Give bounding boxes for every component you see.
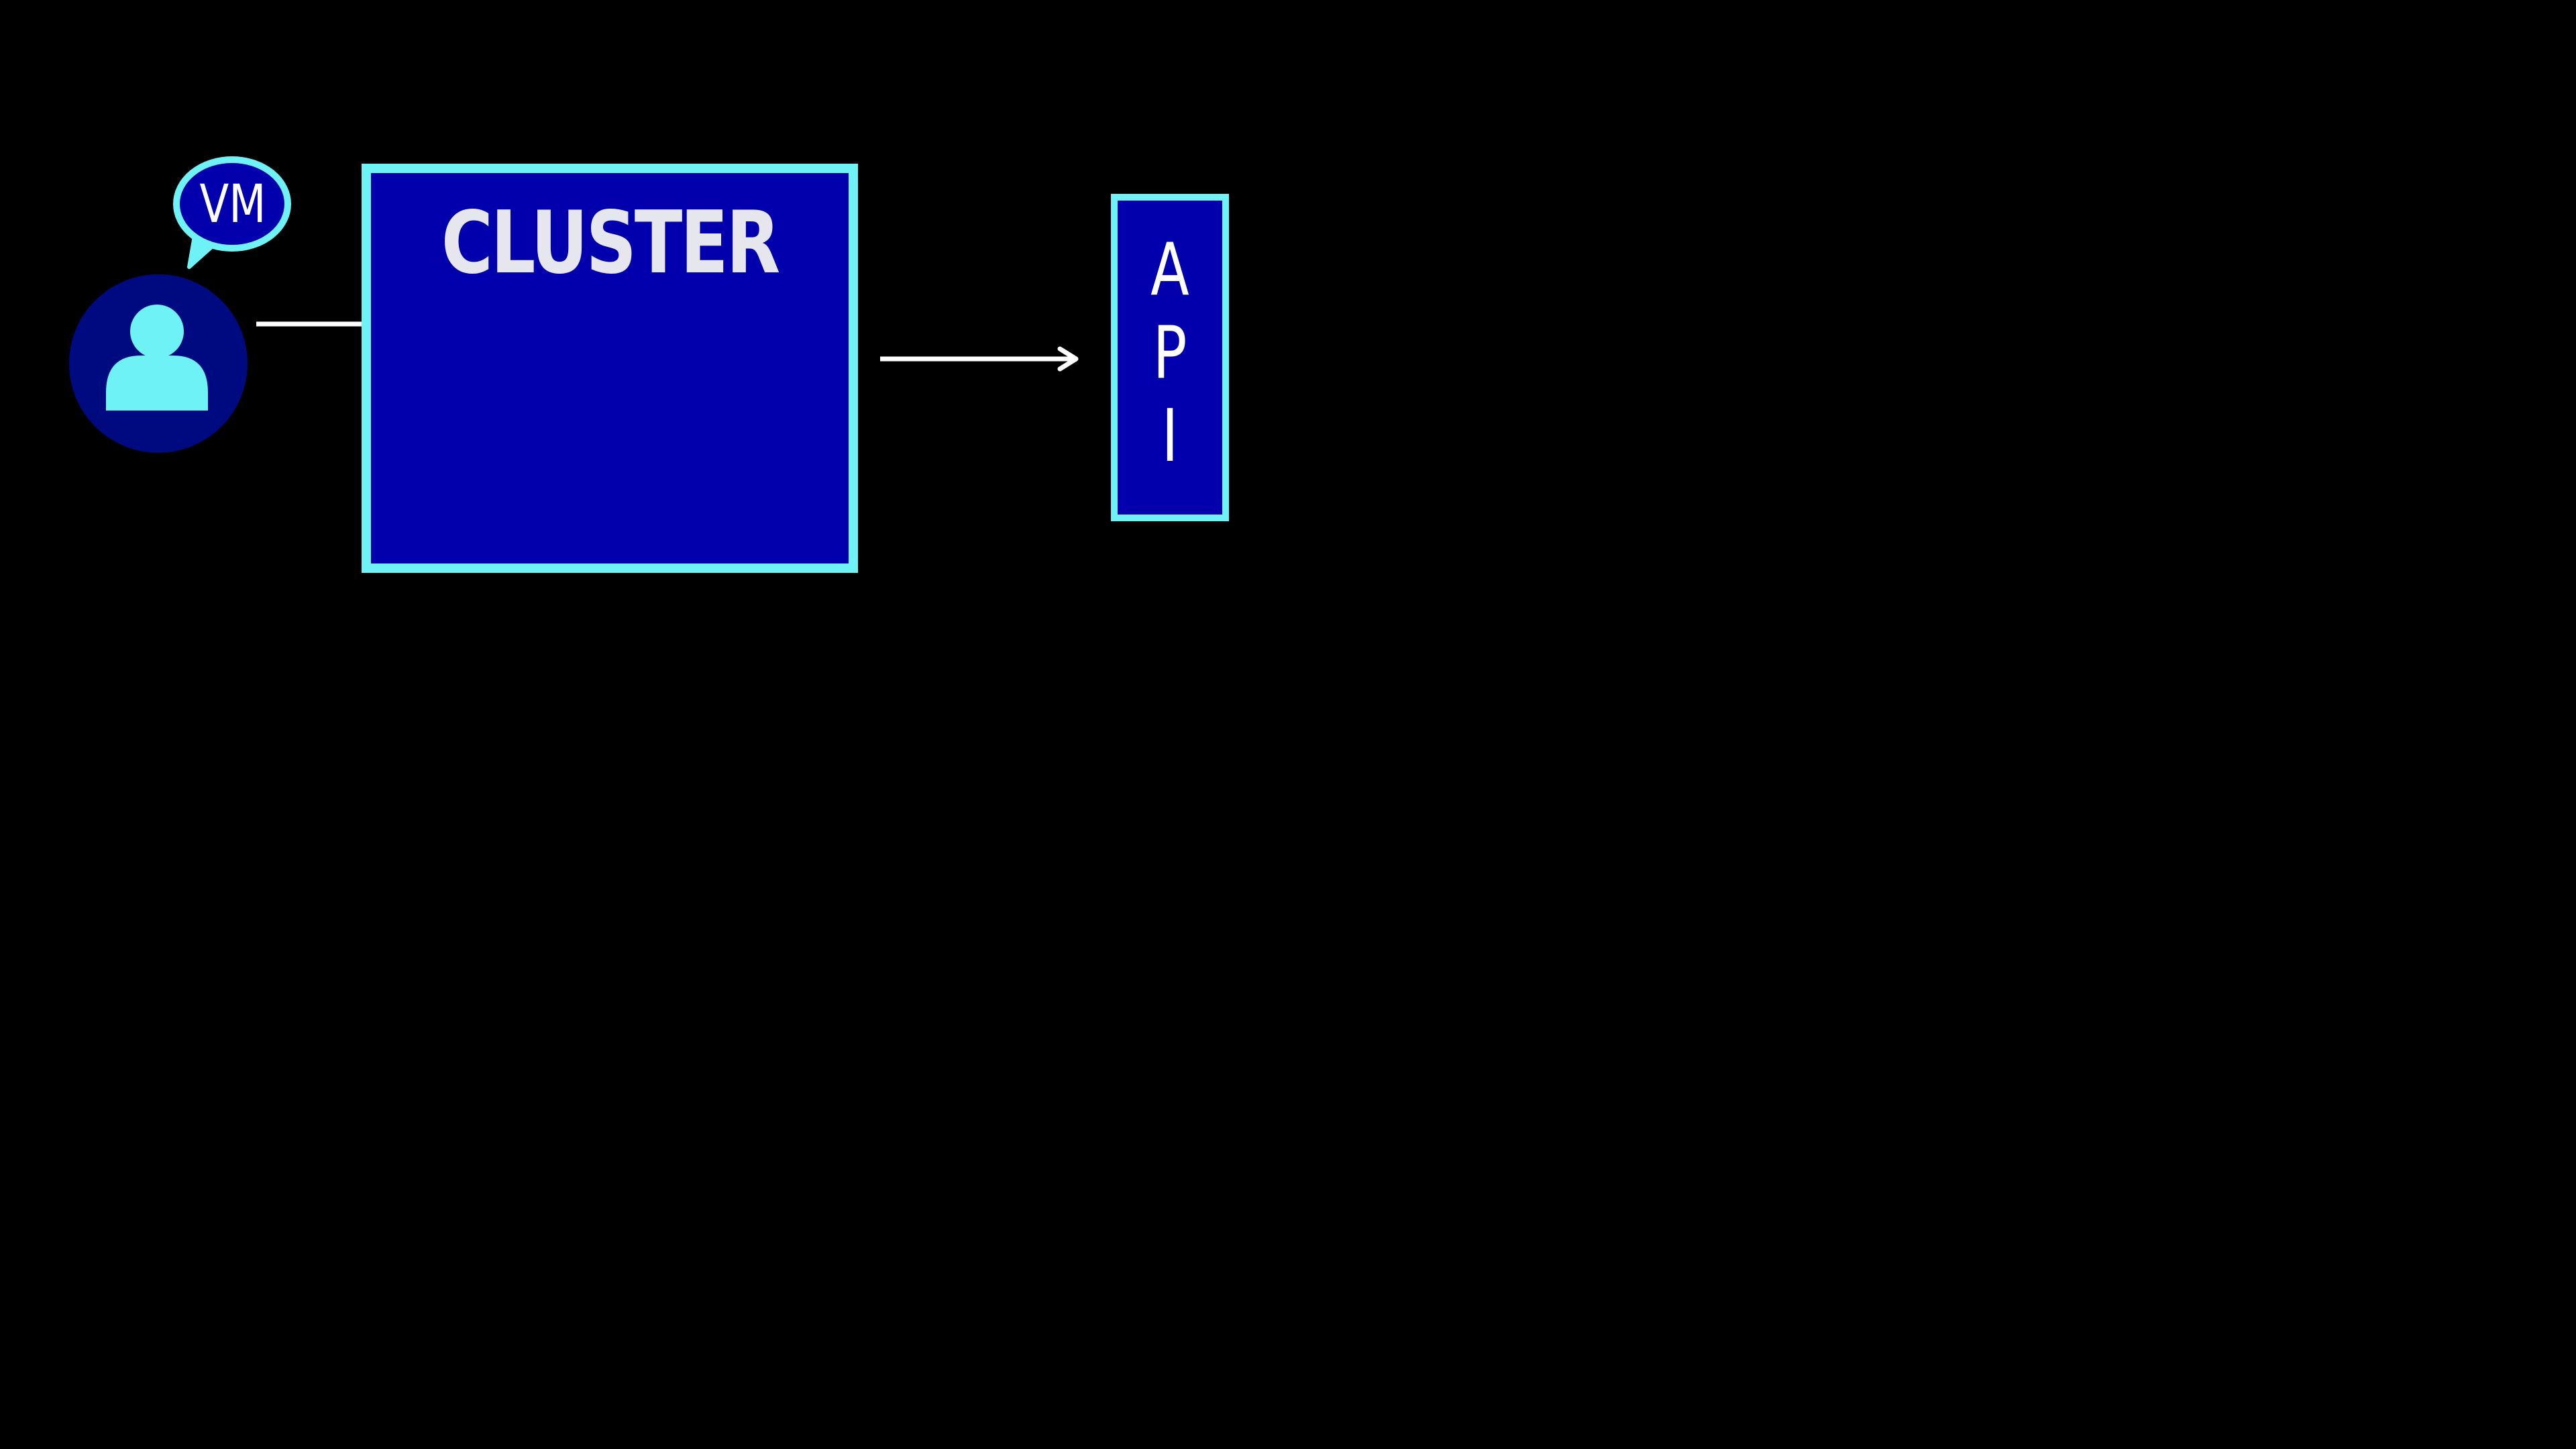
user-icon (69, 274, 248, 453)
api-box: A P I (1111, 194, 1229, 521)
user-head (130, 305, 184, 358)
speech-bubble-label: VM (199, 174, 266, 235)
cluster-box: CLUSTER (362, 164, 858, 573)
user-body (106, 356, 208, 411)
api-letter-p: P (1152, 311, 1187, 395)
arrow-cluster-to-api (880, 346, 1079, 372)
speech-bubble-icon (173, 156, 291, 269)
cluster-label: CLUSTER (441, 193, 780, 293)
api-label: A P I (1129, 229, 1211, 478)
speech-bubble-body (173, 156, 291, 252)
speech-bubble-tail (187, 235, 217, 269)
api-letter-i: I (1161, 394, 1179, 478)
api-letter-a: A (1150, 228, 1189, 312)
